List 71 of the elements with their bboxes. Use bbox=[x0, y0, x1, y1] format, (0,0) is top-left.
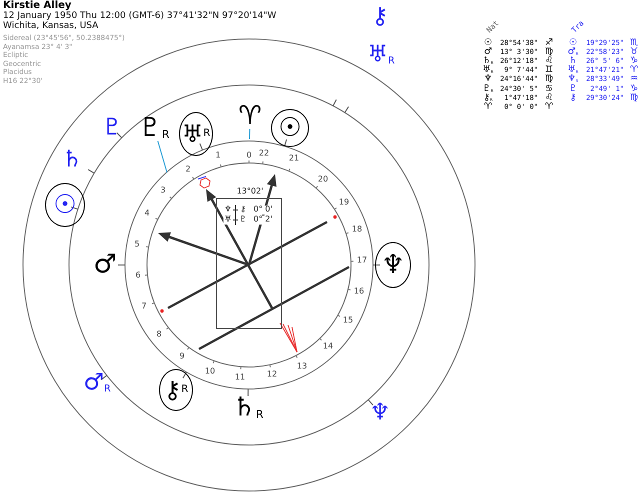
planet-symbol: ♅ bbox=[223, 216, 233, 224]
zodiac-symbol: ♑ bbox=[630, 84, 638, 94]
orb-value: 0° 2' bbox=[252, 216, 274, 224]
house-number: 16 bbox=[354, 288, 364, 296]
zodiac-symbol: ♉ bbox=[630, 48, 638, 58]
zodiac-symbol: ♑ bbox=[630, 57, 638, 66]
circled-planet-symbol: ♆ bbox=[375, 242, 411, 288]
planet-symbol: ♇ bbox=[568, 84, 578, 94]
house-number: 3 bbox=[160, 186, 166, 196]
house-number: 9 bbox=[179, 352, 185, 362]
planet-symbol: ⚷ bbox=[570, 94, 576, 104]
house-number: 20 bbox=[318, 176, 328, 184]
planet-symbol: ♄ bbox=[62, 147, 82, 173]
house-number: 14 bbox=[322, 342, 334, 352]
zodiac-symbol: ♏ bbox=[630, 39, 638, 48]
degree-heading: 13°02' bbox=[236, 188, 264, 196]
house-number: 6 bbox=[135, 272, 141, 280]
planet-symbol: ♂ bbox=[93, 250, 117, 280]
zodiac-symbol: ♊ bbox=[544, 66, 554, 76]
planet-symbol: ☉ bbox=[484, 39, 492, 48]
house-number: 19 bbox=[338, 198, 350, 208]
circled-planet-symbol: ☉ bbox=[45, 183, 85, 227]
house-number: 11 bbox=[234, 374, 246, 382]
house-number: 15 bbox=[342, 316, 354, 326]
house-number: 0 bbox=[246, 152, 252, 160]
chart-title: Kirstie Alley bbox=[3, 1, 72, 11]
planet-symbol: ♆ bbox=[370, 400, 390, 426]
zodiac-symbol: ♌ bbox=[544, 57, 554, 66]
house-number: 7 bbox=[141, 302, 147, 312]
planet-symbol: ♂ bbox=[484, 48, 492, 58]
birth-data-text: 12 January 1950 Thu 12:00 (GMT-6) 37°41'32"N 97°20'14"W bbox=[3, 12, 276, 22]
planet-symbol: ♇ bbox=[238, 216, 248, 224]
planet-symbol: ♄$_{R}$ bbox=[232, 394, 264, 422]
house-number: 17 bbox=[356, 256, 368, 266]
house-number: 4 bbox=[144, 210, 150, 218]
zodiac-symbol: ♈ bbox=[484, 102, 492, 113]
house-number: 1 bbox=[215, 152, 221, 160]
zodiac-symbol: ♈ bbox=[544, 102, 554, 113]
planet-symbol: ♆ bbox=[484, 75, 492, 84]
planet-symbol: ☉ bbox=[568, 39, 578, 48]
leader-line bbox=[157, 140, 168, 173]
zodiac-symbol: ♐ bbox=[544, 39, 554, 48]
orb-value: 0° 0' bbox=[252, 206, 274, 214]
location-text: Wichita, Kansas, USA bbox=[3, 22, 98, 32]
zodiac-symbol: ♋ bbox=[544, 84, 554, 94]
house-number: 22 bbox=[258, 150, 270, 158]
planet-symbol: ⚷ bbox=[239, 206, 247, 214]
zodiac-symbol: ♍ bbox=[544, 48, 554, 58]
circled-planet-symbol: ☉ bbox=[271, 109, 309, 147]
leader-line bbox=[249, 128, 250, 140]
zodiac-symbol: ♈ bbox=[630, 66, 638, 76]
zodiac-symbol: ♍ bbox=[544, 75, 554, 84]
planet-symbol: ♂$_{R}$ bbox=[83, 370, 111, 396]
planet-symbol: ♅$_{R}$ bbox=[367, 42, 395, 68]
planet-symbol: ⚷ bbox=[372, 4, 388, 30]
planet-symbol: ♄ bbox=[568, 57, 578, 66]
house-number: 10 bbox=[204, 368, 216, 376]
zodiac-symbol: ♍ bbox=[630, 94, 638, 104]
house-number: 18 bbox=[352, 226, 362, 234]
zodiac-symbol: ♒ bbox=[630, 75, 638, 84]
planet-symbol: ♆ bbox=[223, 206, 233, 214]
house-number: 8 bbox=[156, 330, 162, 340]
zodiac-symbol: ♌ bbox=[544, 94, 554, 103]
zodiac-symbol: ♈ bbox=[238, 103, 262, 129]
planet-symbol: ♇ bbox=[102, 115, 122, 141]
house-number: 13 bbox=[296, 362, 308, 372]
house-number: 21 bbox=[288, 154, 300, 164]
house-number: 5 bbox=[134, 240, 140, 250]
house-number: 2 bbox=[185, 166, 191, 174]
house-number: 12 bbox=[266, 370, 278, 380]
planet-symbol: ♇$_{R}$ bbox=[138, 115, 170, 141]
